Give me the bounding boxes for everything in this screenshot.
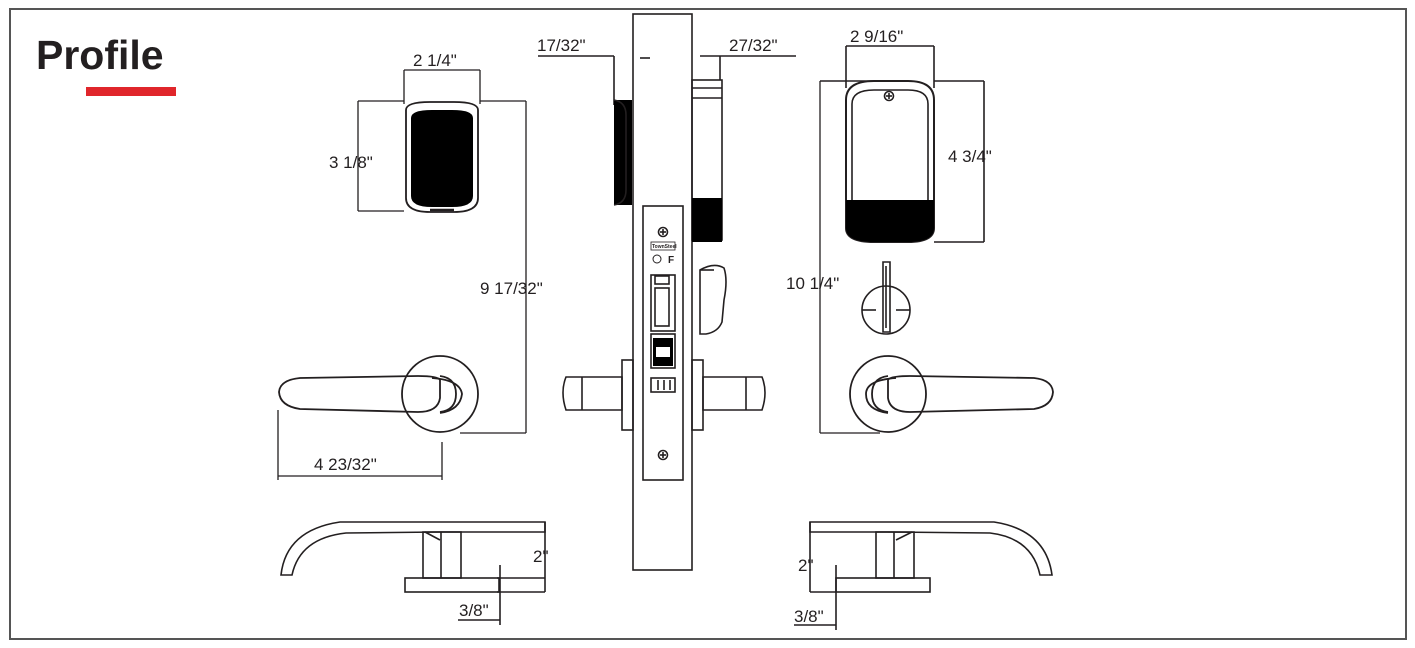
dim-lever-length: 4 23/32"	[314, 455, 377, 474]
rear-height-dimension	[819, 81, 880, 434]
rear-key-cylinder	[861, 261, 911, 335]
faceplate-brand: TownSteel	[652, 244, 677, 250]
dim-keypad-height: 3 1/8"	[329, 153, 373, 172]
lever-length-dimension	[277, 410, 443, 480]
dim-keypad-width: 2 1/4"	[413, 51, 457, 70]
dim-mortise-left: 17/32"	[537, 36, 586, 55]
dim-rear-width: 2 9/16"	[850, 27, 903, 46]
drawing-frame	[9, 8, 1407, 640]
front-lever-side-view	[280, 521, 546, 625]
dim-left-lever-projection: 2"	[533, 547, 549, 566]
dim-right-lever-projection: 2"	[798, 556, 814, 575]
front-keypad	[357, 69, 481, 213]
dim-left-rose-thickness: 3/8"	[459, 601, 489, 620]
title-underline	[86, 87, 176, 96]
mortise-body	[538, 13, 796, 571]
front-height-dimension	[460, 100, 527, 434]
page-title: Profile	[36, 32, 164, 78]
rear-lever-side-view	[794, 521, 1053, 630]
rear-escutcheon	[820, 45, 985, 243]
dim-front-height: 9 17/32"	[480, 279, 543, 298]
dim-rear-height: 4 3/4"	[948, 147, 992, 166]
front-lever	[278, 355, 479, 433]
dim-mortise-right: 27/32"	[729, 36, 778, 55]
dim-rear-overall-height: 10 1/4"	[786, 274, 839, 293]
dim-right-rose-thickness: 3/8"	[794, 607, 824, 626]
faceplate-mark: F	[668, 255, 674, 266]
rear-lever	[849, 355, 1054, 433]
